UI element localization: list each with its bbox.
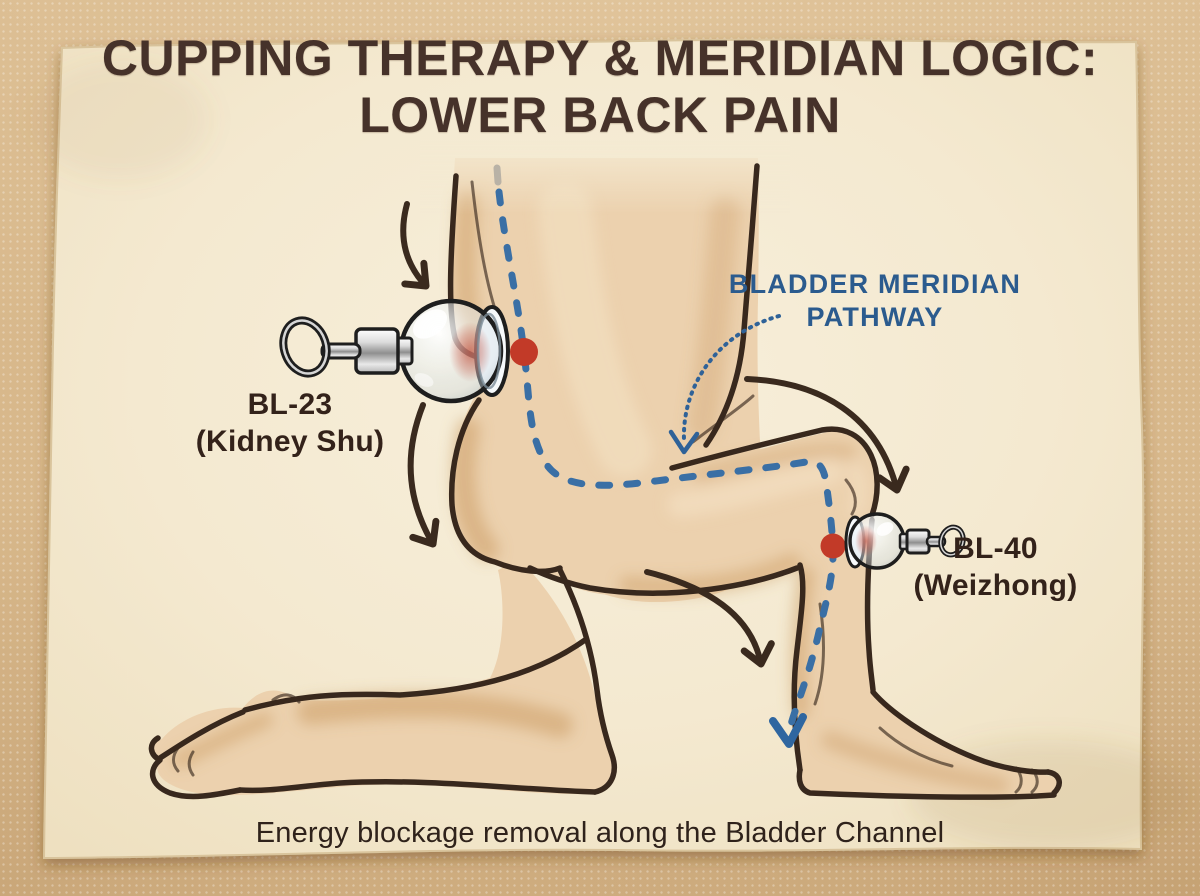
label-bl40-name: (Weizhong) — [913, 569, 1078, 602]
kneeling-figure — [148, 140, 1062, 800]
acupoint-bl23-dot — [510, 338, 538, 366]
caption: Energy blockage removal along the Bladde… — [255, 817, 945, 849]
cupping-cup-bl23 — [279, 298, 510, 404]
page-title: CUPPING THERAPY & MERIDIAN LOGIC: LOWER … — [0, 30, 1200, 144]
flow-arrow-buttock — [407, 402, 440, 548]
label-bl40: BL-40 (Weizhong) — [898, 530, 1093, 604]
meridian-label-pointer — [668, 314, 781, 455]
label-bl40-point: BL-40 — [953, 532, 1038, 565]
label-meridian-line1: BLADDER MERIDIAN — [728, 269, 1022, 299]
label-bladder-meridian-pathway: BLADDER MERIDIAN PATHWAY — [690, 268, 1060, 334]
label-bl23-name: (Kidney Shu) — [195, 425, 385, 458]
cupping-cup-bl40 — [844, 512, 966, 570]
page-title-line2: LOWER BACK PAIN — [359, 87, 841, 143]
flow-arrow-upper-back — [400, 201, 430, 290]
flow-arrow-calf — [644, 569, 775, 668]
flow-arrows — [400, 201, 910, 668]
meridian-flow-arrowhead — [769, 713, 807, 748]
acupoint-bl40-dot — [820, 533, 846, 559]
page-title-line1: CUPPING THERAPY & MERIDIAN LOGIC: — [101, 30, 1099, 86]
label-meridian-line2: PATHWAY — [806, 302, 944, 332]
flow-arrow-knee — [744, 376, 910, 494]
label-bl23-point: BL-23 — [247, 388, 333, 421]
label-bl23: BL-23 (Kidney Shu) — [155, 386, 425, 460]
